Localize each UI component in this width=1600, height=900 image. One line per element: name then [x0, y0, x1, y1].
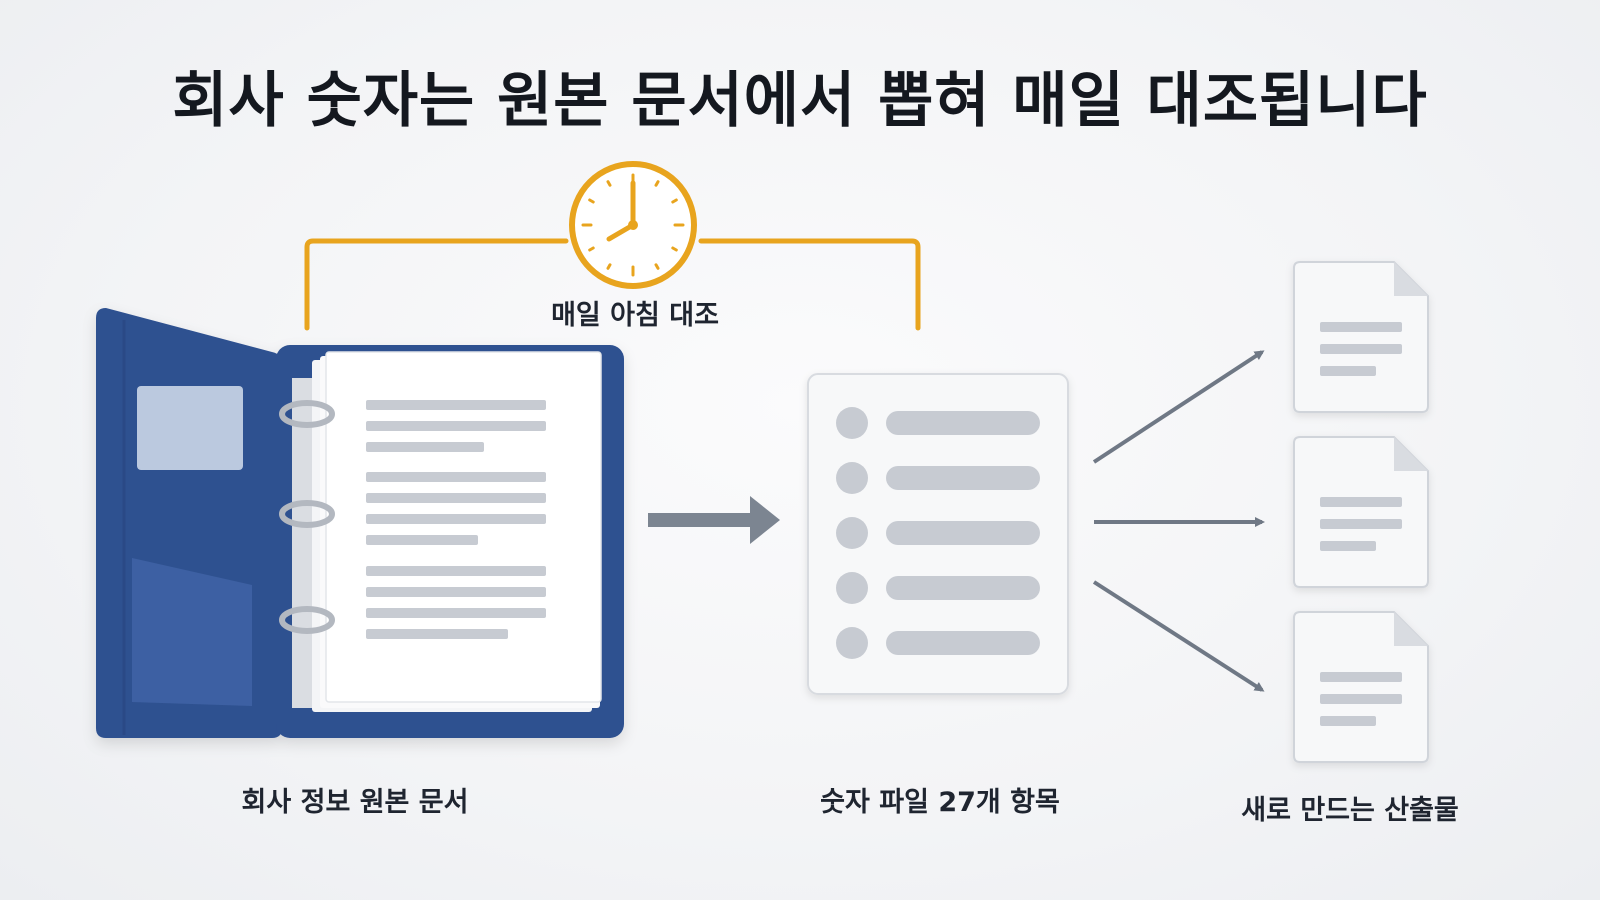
- arrows-facts-to-outputs: [1092, 350, 1265, 692]
- document-icon: [1293, 436, 1429, 588]
- list-row: [836, 407, 1040, 439]
- arrow-source-to-facts: [648, 496, 780, 544]
- list-row: [836, 462, 1040, 494]
- facts-label: 숫자 파일 27개 항목: [820, 787, 1060, 818]
- document-icon: [1293, 611, 1429, 763]
- binder-page-lines: [366, 400, 546, 639]
- list-row: [836, 572, 1040, 604]
- binder-rings: [279, 400, 335, 634]
- list-row: [836, 517, 1040, 549]
- page-title: 회사 숫자는 원본 문서에서 뽑혀 매일 대조됩니다: [172, 66, 1428, 136]
- outputs-label: 새로 만드는 산출물: [1241, 795, 1459, 826]
- source-label: 회사 정보 원본 문서: [241, 787, 469, 818]
- document-icon: [1293, 261, 1429, 413]
- list-document-icon: [807, 373, 1069, 695]
- daily-check-label: 매일 아침 대조: [551, 300, 719, 331]
- clock-icon: [569, 161, 697, 289]
- list-row: [836, 627, 1040, 659]
- daily-check-bracket: [304, 238, 921, 331]
